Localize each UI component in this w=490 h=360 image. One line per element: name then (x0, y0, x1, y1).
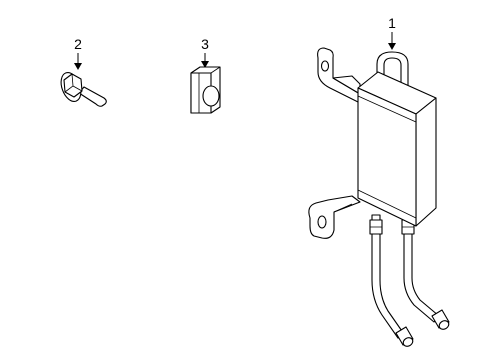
oil-cooler-hoses (369, 214, 450, 347)
callout-2: 2 (74, 36, 82, 70)
oil-cooler-upper-bracket (317, 47, 361, 103)
callout-3: 3 (201, 36, 209, 68)
callout-3-arrow (201, 61, 209, 68)
callout-2-arrow (74, 63, 82, 70)
part-2-bolt (60, 72, 107, 107)
callout-1: 1 (388, 15, 396, 50)
callout-2-number: 2 (74, 36, 82, 52)
oil-cooler-body (357, 71, 437, 227)
callout-1-arrow (388, 43, 396, 50)
part-1-oil-cooler (308, 47, 450, 347)
callout-1-number: 1 (388, 15, 396, 31)
oil-cooler-lower-bracket (308, 195, 361, 239)
part-3-clip (190, 66, 221, 114)
callout-3-number: 3 (201, 36, 209, 52)
